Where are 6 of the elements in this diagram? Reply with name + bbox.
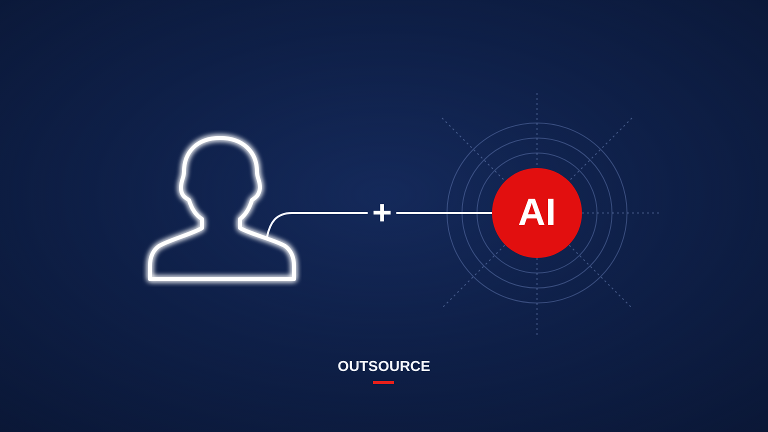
circle-node (492, 168, 582, 258)
caption: OUTSOURCE (338, 359, 430, 375)
node-label: AI (518, 194, 556, 232)
connector-line (266, 212, 368, 238)
connector-line (396, 212, 493, 214)
plus-sign: + (367, 196, 397, 230)
